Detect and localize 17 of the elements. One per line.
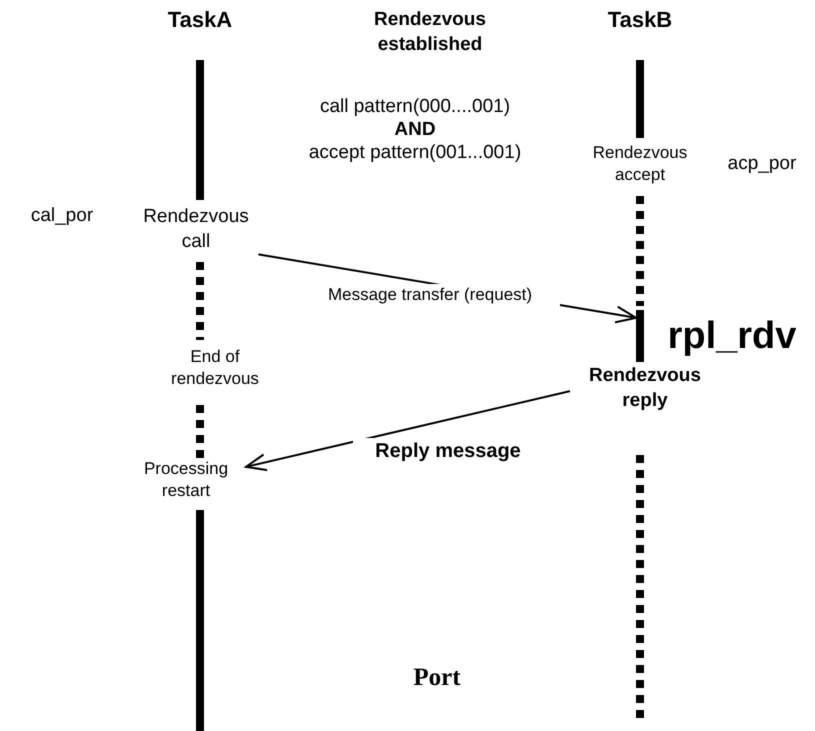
lane-title: TaskA [166,6,234,34]
operator-text: AND [393,118,437,142]
event-text: Rendezvous accept [592,142,688,186]
condition-text: accept pattern(001...001) [308,141,522,165]
arrow [245,390,570,472]
lane-title: TaskB [606,6,674,34]
call-name: cal_por [30,204,94,228]
call-name: rpl_rdv [666,314,798,359]
event-text: Processing restart [126,458,246,502]
lifeline-bar [636,310,644,362]
event-text: End of rendezvous [170,346,260,390]
event-text: Rendezvous reply [570,364,720,414]
condition-text: call pattern(000....001) [318,95,512,119]
heading-note: Rendezvous established [373,8,487,57]
event-text: Rendezvous call [131,205,261,254]
port-label: Port [412,663,462,693]
call-name: acp_por [726,152,798,176]
